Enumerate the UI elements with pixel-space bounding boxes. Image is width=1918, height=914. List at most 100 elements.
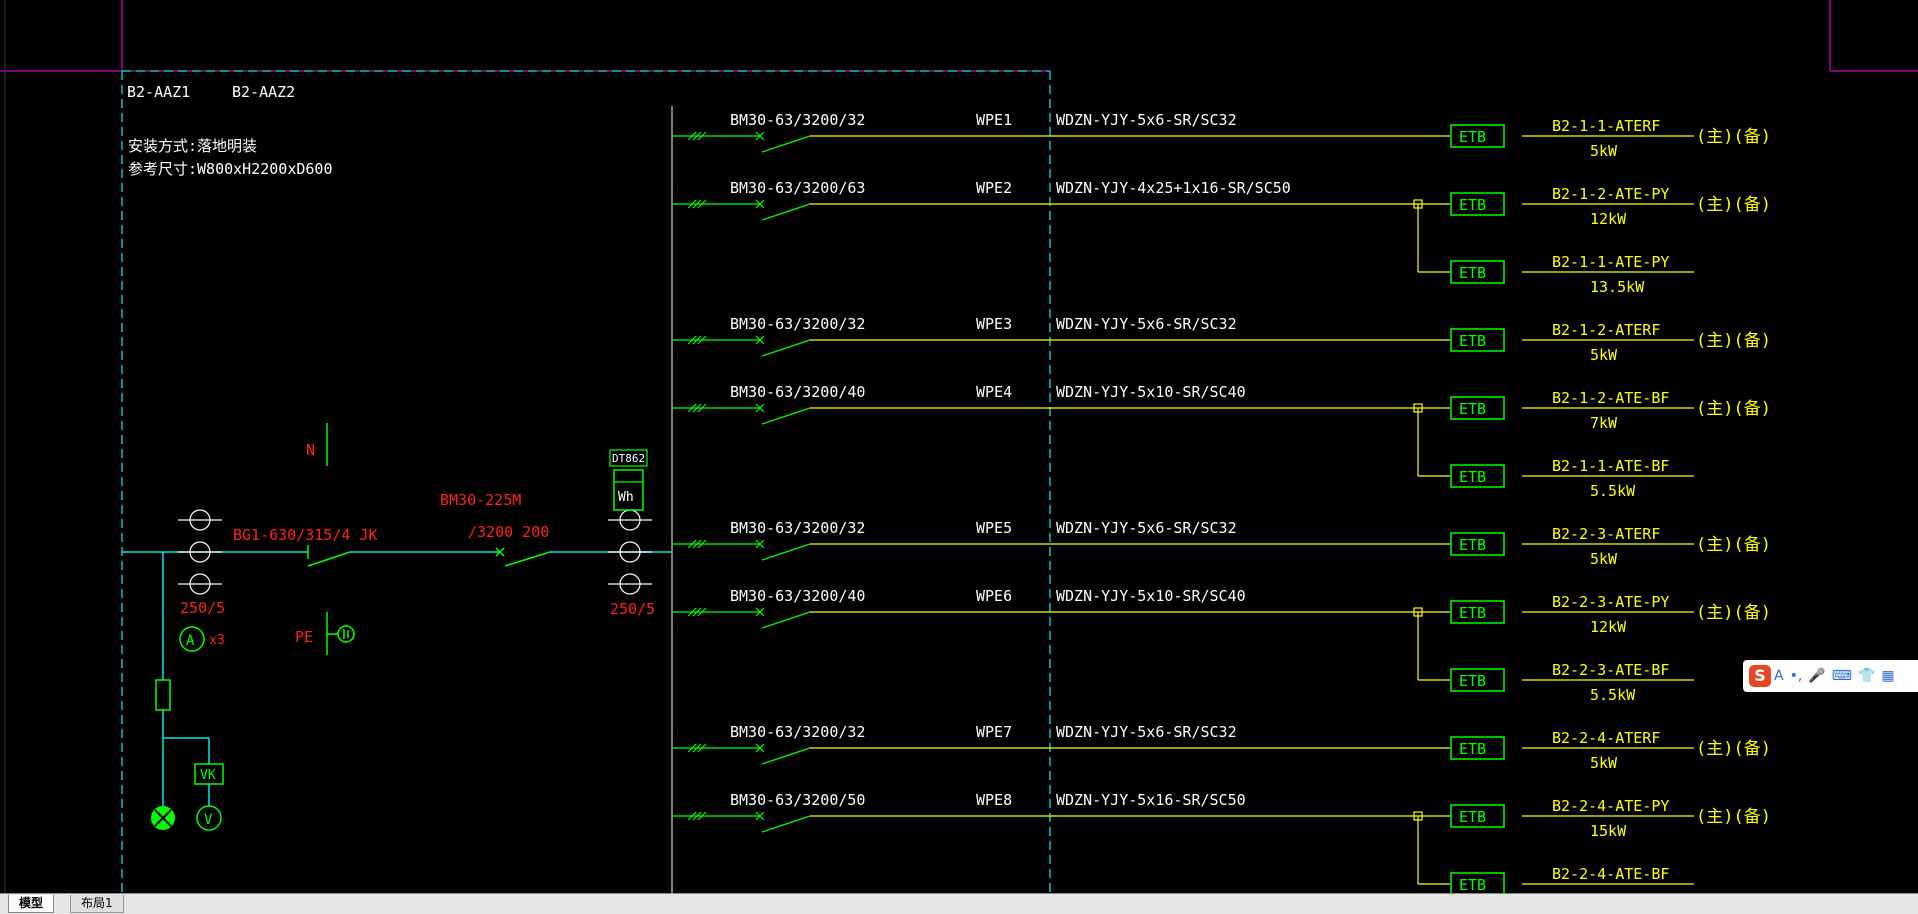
ime-mode-toggle[interactable]: A	[1774, 668, 1784, 684]
breaker-label: BM30-63/3200/32	[730, 315, 865, 333]
etb-box	[1450, 668, 1505, 692]
etb-box	[1450, 328, 1505, 352]
size-note: 参考尺寸:W800xH2200xD600	[128, 160, 333, 178]
ime-punctuation-icon[interactable]: •,	[1789, 668, 1803, 684]
microphone-icon[interactable]: 🎤	[1808, 668, 1826, 684]
second-breaker-label-1: BM30-225M	[440, 491, 521, 509]
breaker-blade	[761, 339, 811, 357]
load-power: 5kW	[1590, 142, 1618, 160]
meter-model: DT862	[612, 452, 645, 465]
panel-id-2: B2-AAZ2	[232, 83, 295, 101]
etb-label: ETB	[1459, 672, 1486, 690]
load-name: B2-2-3-ATE-PY	[1552, 593, 1669, 611]
cable-spec: WDZN-YJY-5x16-SR/SC50	[1056, 791, 1246, 809]
breaker-cross	[755, 539, 765, 549]
load-power: 12kW	[1590, 210, 1627, 228]
load-power: 5.5kW	[1590, 482, 1636, 500]
load-tags: (主)(备)	[1696, 807, 1771, 827]
etb-label: ETB	[1459, 876, 1486, 893]
breaker-blade	[761, 611, 811, 629]
breaker-label: BM30-63/3200/32	[730, 723, 865, 741]
circuit-id: WPE6	[976, 587, 1012, 605]
circuit-id: WPE8	[976, 791, 1012, 809]
breaker-label: BM30-63/3200/40	[730, 587, 865, 605]
sogou-ime-logo-icon[interactable]: S	[1749, 665, 1771, 687]
circuit-id: WPE1	[976, 111, 1012, 129]
cad-drawing-canvas[interactable]: B2-AAZ1 B2-AAZ2 安装方式:落地明装 参考尺寸:W800xH220…	[0, 0, 1918, 893]
voltmeter	[196, 805, 222, 831]
breaker-cross	[755, 335, 765, 345]
breaker-label: BM30-63/3200/63	[730, 179, 865, 197]
etb-label: ETB	[1459, 332, 1486, 350]
cable-spec: WDZN-YJY-5x10-SR/SC40	[1056, 587, 1246, 605]
load-name: B2-2-3-ATERF	[1552, 525, 1660, 543]
ime-menu-icon[interactable]: ▦	[1881, 668, 1895, 684]
tab-model[interactable]: 模型	[8, 895, 55, 913]
layout-tab-bar: 模型 布局1	[0, 893, 1918, 914]
etb-box	[1450, 192, 1505, 216]
cable-spec: WDZN-YJY-5x10-SR/SC40	[1056, 383, 1246, 401]
load-tags: (主)(备)	[1696, 535, 1771, 555]
etb-label: ETB	[1459, 740, 1486, 758]
etb-label: ETB	[1459, 468, 1486, 486]
breaker-label: BM30-63/3200/40	[730, 383, 865, 401]
load-power: 5kW	[1590, 346, 1618, 364]
etb-box	[1450, 600, 1505, 624]
load-power: 13.5kW	[1590, 278, 1645, 296]
load-tags: (主)(备)	[1696, 399, 1771, 419]
load-power: 12kW	[1590, 618, 1627, 636]
keyboard-icon[interactable]: ⌨	[1831, 668, 1852, 684]
ct-ratio-left: 250/5	[180, 599, 225, 617]
load-name: B2-1-2-ATE-BF	[1552, 389, 1669, 407]
load-name: B2-1-1-ATE-PY	[1552, 253, 1669, 271]
etb-box	[1450, 872, 1505, 893]
circuit-id: WPE4	[976, 383, 1012, 401]
etb-box	[1450, 736, 1505, 760]
breaker-label: BM30-63/3200/32	[730, 519, 865, 537]
breaker-cross	[755, 199, 765, 209]
breaker-blade	[761, 407, 811, 425]
load-tags: (主)(备)	[1696, 195, 1771, 215]
cable-spec: WDZN-YJY-5x6-SR/SC32	[1056, 519, 1237, 537]
load-name: B2-1-2-ATE-PY	[1552, 185, 1669, 203]
etb-box	[1450, 260, 1505, 284]
breaker-cross	[755, 403, 765, 413]
ct-right	[608, 509, 652, 595]
breaker-label: BM30-63/3200/50	[730, 791, 865, 809]
earth-symbol	[326, 612, 355, 655]
etb-label: ETB	[1459, 536, 1486, 554]
breaker-label: BM30-63/3200/32	[730, 111, 865, 129]
etb-label: ETB	[1459, 264, 1486, 282]
etb-box	[1450, 464, 1505, 488]
etb-box	[1450, 396, 1505, 420]
energy-meter-symbol: Wh	[618, 490, 634, 505]
tab-layout1[interactable]: 布局1	[70, 895, 124, 913]
breaker-blade	[761, 543, 811, 561]
neutral-label: N	[306, 441, 315, 459]
etb-label: ETB	[1459, 196, 1486, 214]
load-power: 15kW	[1590, 822, 1627, 840]
load-tags: (主)(备)	[1696, 331, 1771, 351]
load-tags: (主)(备)	[1696, 603, 1771, 623]
ime-toolbar[interactable]: S A •, 🎤 ⌨ 👕 ▦	[1743, 660, 1918, 692]
etb-label: ETB	[1459, 604, 1486, 622]
second-breaker-label-2: /3200 200	[468, 523, 549, 541]
etb-box	[1450, 804, 1505, 828]
breaker-blade	[761, 135, 811, 153]
load-name: B2-1-1-ATERF	[1552, 117, 1660, 135]
skin-shirt-icon[interactable]: 👕	[1857, 668, 1876, 684]
breaker-cross	[755, 131, 765, 141]
panel-enclosure	[121, 70, 1051, 893]
load-name: B2-2-3-ATE-BF	[1552, 661, 1669, 679]
breaker-cross	[755, 811, 765, 821]
load-name: B2-2-4-ATE-PY	[1552, 797, 1669, 815]
cable-spec: WDZN-YJY-5x6-SR/SC32	[1056, 111, 1237, 129]
voltage-branch	[162, 552, 210, 806]
cable-spec: WDZN-YJY-4x25+1x16-SR/SC50	[1056, 179, 1291, 197]
indicator-lamp	[151, 806, 175, 830]
load-name: B2-2-4-ATE-BF	[1552, 865, 1669, 883]
vk-switch-box	[194, 763, 224, 785]
load-power: 5.5kW	[1590, 686, 1636, 704]
circuit-id: WPE3	[976, 315, 1012, 333]
